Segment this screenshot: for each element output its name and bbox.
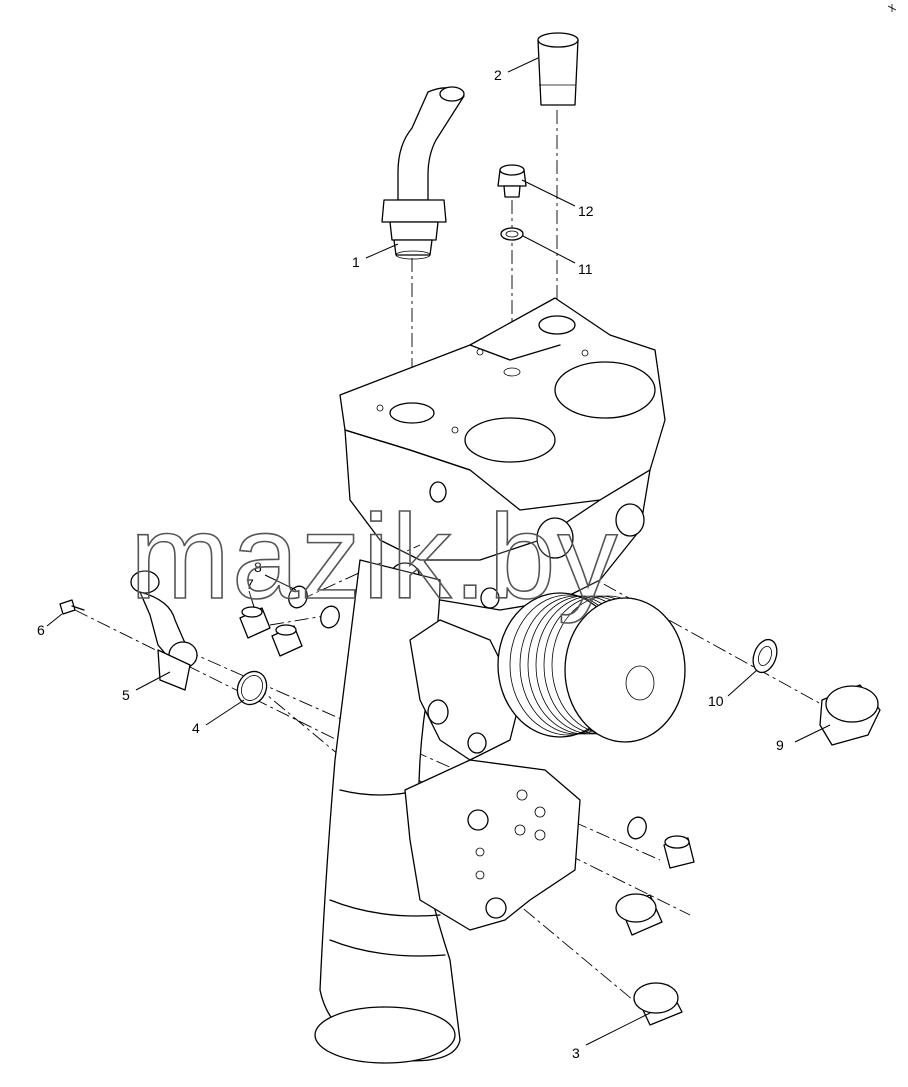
callout-8: 8 bbox=[254, 559, 262, 575]
callout-7: 7 bbox=[246, 576, 254, 592]
callout-2: 2 bbox=[494, 67, 502, 83]
lower-plug-large bbox=[615, 893, 663, 936]
part-4-o-ring bbox=[236, 670, 268, 706]
part-2-sleeve bbox=[537, 32, 579, 106]
part-7-plugs bbox=[239, 606, 303, 657]
part-1-pipe-fitting bbox=[381, 86, 465, 260]
corner-mark bbox=[887, 4, 897, 12]
callout-3: 3 bbox=[572, 1045, 580, 1061]
part-3-plug bbox=[633, 982, 683, 1026]
part-10-washer bbox=[752, 638, 778, 674]
lower-plug-washer bbox=[627, 816, 695, 869]
part-12-plug bbox=[497, 164, 527, 198]
part-5-elbow bbox=[130, 570, 198, 691]
callout-1: 1 bbox=[352, 254, 360, 270]
leader-lines bbox=[46, 57, 831, 1046]
callout-4: 4 bbox=[192, 720, 200, 736]
callout-10: 10 bbox=[708, 693, 724, 709]
callout-9: 9 bbox=[776, 737, 784, 753]
callout-11: 11 bbox=[578, 261, 593, 277]
watermark-text: mazik.by bbox=[130, 490, 619, 624]
callout-6: 6 bbox=[37, 622, 45, 638]
part-8-washers bbox=[288, 585, 340, 629]
callout-12: 12 bbox=[578, 203, 594, 219]
part-6-bolt bbox=[59, 599, 85, 615]
part-11-washer bbox=[500, 227, 524, 241]
callout-5: 5 bbox=[122, 687, 130, 703]
callouts: 1 2 3 4 5 6 7 8 9 10 11 12 bbox=[37, 67, 784, 1061]
pump-housing bbox=[314, 297, 666, 1064]
pump-pulley bbox=[497, 592, 686, 743]
part-9-plug bbox=[819, 684, 881, 746]
